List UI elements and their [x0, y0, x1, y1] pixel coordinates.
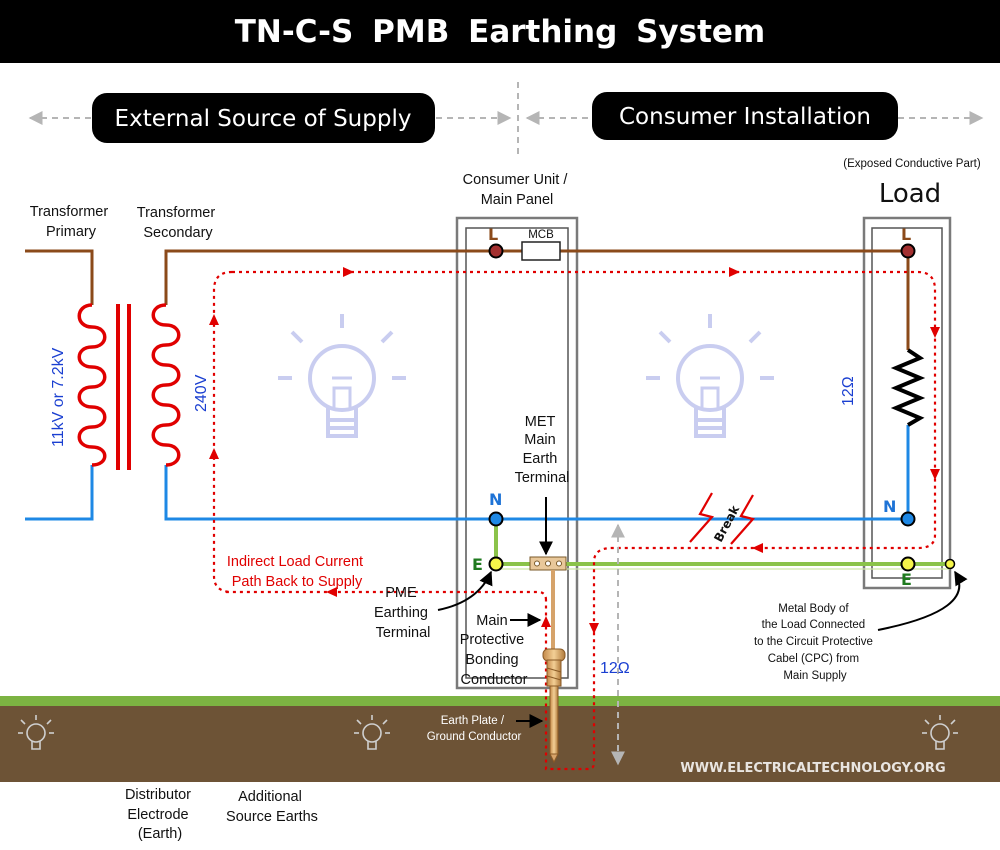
- line-terminal-label: L: [901, 225, 911, 244]
- load-resistance-label: 12Ω: [840, 376, 857, 406]
- earth-terminal-label: E: [472, 555, 483, 574]
- mcb: MCB: [521, 229, 561, 261]
- tn-c-s-diagram: External Source of Supply Consumer Insta…: [0, 82, 1000, 842]
- distributor-electrode-label: Distributor Electrode (Earth): [125, 787, 195, 842]
- bonding-conductor-label: Main Protective Bonding Conductor: [460, 613, 529, 688]
- earth-plate-label: Earth Plate / Ground Conductor: [427, 715, 522, 743]
- earth-rod: [542, 648, 566, 764]
- annotation-arrows: [437, 497, 968, 728]
- bulb-icon: [276, 312, 408, 438]
- transformer-secondary-label: Transformer Secondary: [137, 205, 219, 241]
- consumer-unit-label: Consumer Unit / Main Panel: [463, 172, 572, 208]
- consumer-installation-label: Consumer Installation: [619, 104, 871, 130]
- earth-terminal-load: [900, 556, 916, 572]
- transformer-primary-label: Transformer Primary: [30, 204, 112, 240]
- ground-resistance-label: 12Ω: [600, 660, 630, 677]
- met-label: MET Main Earth Terminal: [515, 414, 570, 486]
- ground: [0, 696, 1000, 782]
- earth-terminal-label: E: [901, 570, 912, 589]
- watermark: WWW.ELECTRICALTECHNOLOGY.ORG: [680, 761, 945, 776]
- metal-body-label: Metal Body of the Load Connected to the …: [754, 603, 876, 682]
- line-terminal-load: [900, 243, 916, 259]
- earth-terminal-consumer: [488, 556, 504, 572]
- break-label: Break: [711, 502, 742, 544]
- met-bar: [529, 556, 567, 571]
- metal-body-terminal: [944, 558, 956, 570]
- exposed-part-label: (Exposed Conductive Part): [843, 158, 981, 170]
- neutral-terminal-load: [900, 511, 916, 527]
- secondary-voltage-label: 240V: [193, 374, 210, 412]
- line-terminal-consumer: [488, 243, 504, 259]
- break-icon: [689, 492, 756, 545]
- secondary-coil: [151, 303, 181, 467]
- mcb-label: MCB: [528, 229, 554, 241]
- neutral-terminal-label: N: [883, 497, 896, 516]
- primary-coil: [77, 303, 107, 467]
- neutral-terminal-consumer: [488, 511, 504, 527]
- load-resistor: [890, 348, 926, 427]
- external-source-pill: External Source of Supply: [92, 93, 435, 143]
- page-title: TN-C-S PMB Earthing System: [0, 0, 1000, 63]
- consumer-installation-pill: Consumer Installation: [592, 92, 898, 140]
- load-label: Load: [879, 179, 941, 209]
- section-arrows: [28, 82, 984, 158]
- external-source-label: External Source of Supply: [115, 106, 412, 132]
- indirect-path-label: Indirect Load Current Path Back to Suppl…: [227, 554, 367, 590]
- line-terminal-label: L: [488, 225, 498, 244]
- primary-voltage-label: 11kV or 7.2kV: [50, 347, 67, 447]
- neutral-terminal-label: N: [489, 490, 502, 509]
- consumer-unit-box: [455, 216, 579, 690]
- additional-earths-label: Additional Source Earths: [226, 789, 318, 825]
- neutral-conductor: [25, 425, 910, 521]
- pme-terminal-label: PME Earthing Terminal: [374, 585, 432, 641]
- transformer: [77, 303, 181, 470]
- current-direction-arrows: [209, 267, 940, 634]
- bulb-icon: [644, 312, 776, 438]
